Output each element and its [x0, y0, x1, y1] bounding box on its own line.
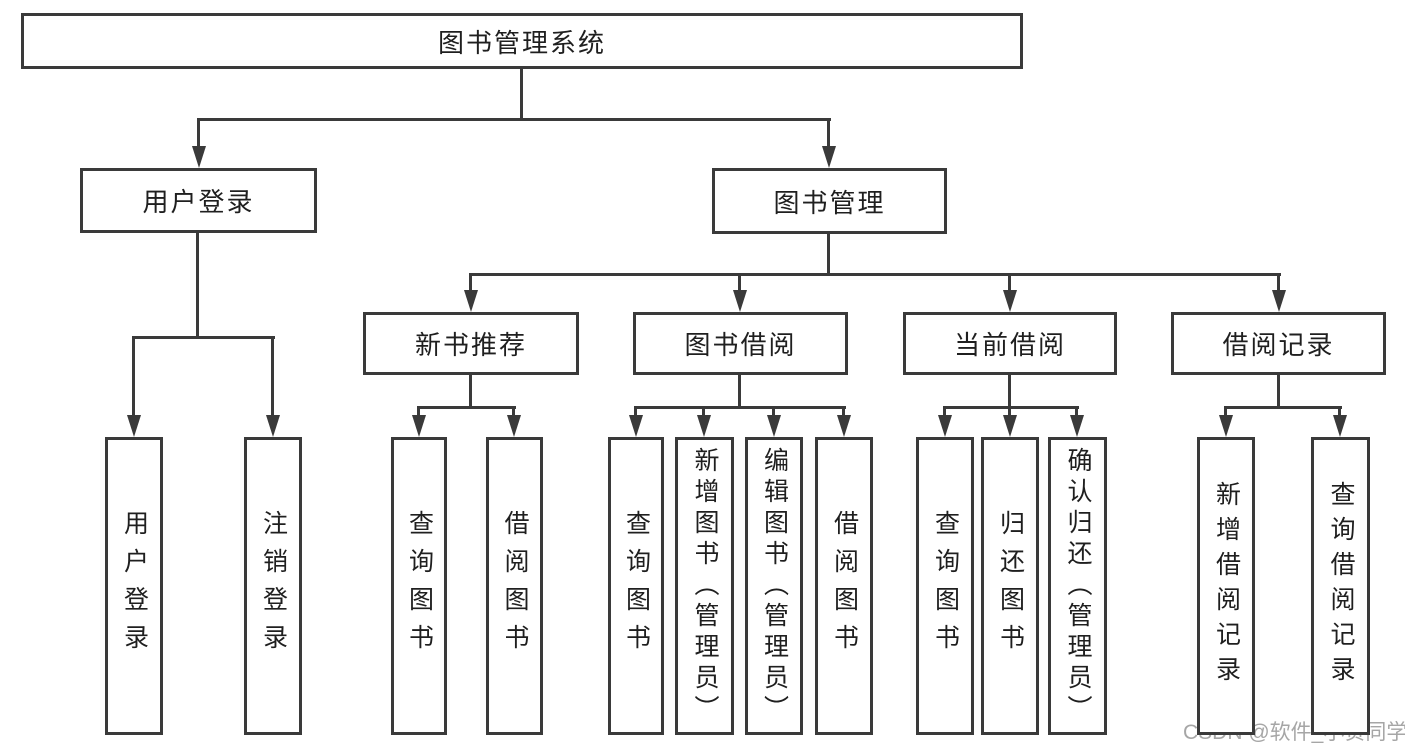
connector-vline	[196, 233, 199, 338]
arrow-down-icon	[822, 146, 836, 168]
arrow-down-icon	[507, 415, 521, 437]
connector-hline	[133, 336, 275, 339]
connector-hline	[418, 406, 516, 409]
arrow-down-icon	[1333, 415, 1347, 437]
node-user-login-group: 用户登录	[80, 168, 317, 233]
connector-vline	[512, 406, 515, 420]
connector-hline	[198, 118, 831, 121]
arrow-down-icon	[697, 415, 711, 437]
arrow-down-icon	[1070, 415, 1084, 437]
node-edit-books-admin: 编辑图书（管理员）	[745, 437, 803, 735]
connector-vline	[943, 406, 946, 420]
connector-vline	[197, 118, 200, 150]
node-root: 图书管理系统	[21, 13, 1023, 69]
connector-vline	[132, 336, 135, 419]
connector-hline	[944, 406, 1079, 409]
connector-vline	[738, 273, 741, 295]
node-confirm-return-admin: 确认归还（管理员）	[1048, 437, 1107, 735]
connector-vline	[827, 234, 830, 275]
arrow-down-icon	[1003, 415, 1017, 437]
connector-hline	[1225, 406, 1342, 409]
node-book-borrowing: 图书借阅	[633, 312, 848, 375]
connector-vline	[1277, 273, 1280, 295]
node-query-books-1: 查询图书	[391, 437, 447, 735]
connector-vline	[469, 273, 472, 295]
node-borrow-books-2: 借阅图书	[815, 437, 873, 735]
connector-vline	[1277, 375, 1280, 408]
arrow-down-icon	[192, 146, 206, 168]
arrow-down-icon	[733, 290, 747, 312]
arrow-down-icon	[1003, 290, 1017, 312]
node-borrowing-records: 借阅记录	[1171, 312, 1386, 375]
connector-vline	[1008, 375, 1011, 408]
node-book-management: 图书管理	[712, 168, 947, 234]
arrow-down-icon	[412, 415, 426, 437]
arrow-down-icon	[266, 415, 280, 437]
arrow-down-icon	[629, 415, 643, 437]
node-add-borrow-record: 新增借阅记录	[1197, 437, 1255, 735]
connector-vline	[1008, 406, 1011, 420]
arrow-down-icon	[837, 415, 851, 437]
connector-vline	[1075, 406, 1078, 420]
node-logout: 注销登录	[244, 437, 302, 735]
connector-vline	[772, 406, 775, 420]
node-user-login: 用户登录	[105, 437, 163, 735]
connector-vline	[1224, 406, 1227, 420]
connector-vline	[827, 118, 830, 150]
connector-vline	[520, 69, 523, 120]
node-add-books-admin: 新增图书（管理员）	[675, 437, 734, 735]
node-query-books-3: 查询图书	[916, 437, 974, 735]
node-current-borrowing: 当前借阅	[903, 312, 1117, 375]
connector-vline	[702, 406, 705, 420]
arrow-down-icon	[1272, 290, 1286, 312]
node-return-books: 归还图书	[981, 437, 1039, 735]
node-query-books-2: 查询图书	[608, 437, 664, 735]
connector-hline	[470, 273, 1281, 276]
arrow-down-icon	[767, 415, 781, 437]
connector-vline	[634, 406, 637, 420]
connector-vline	[271, 336, 274, 419]
arrow-down-icon	[127, 415, 141, 437]
connector-vline	[1338, 406, 1341, 420]
node-new-book-recommend: 新书推荐	[363, 312, 579, 375]
node-borrow-books-1: 借阅图书	[486, 437, 543, 735]
node-query-borrow-record: 查询借阅记录	[1311, 437, 1370, 735]
connector-vline	[1008, 273, 1011, 295]
connector-vline	[417, 406, 420, 420]
connector-vline	[469, 375, 472, 408]
arrow-down-icon	[1219, 415, 1233, 437]
connector-vline	[842, 406, 845, 420]
arrow-down-icon	[464, 290, 478, 312]
arrow-down-icon	[938, 415, 952, 437]
connector-vline	[738, 375, 741, 408]
